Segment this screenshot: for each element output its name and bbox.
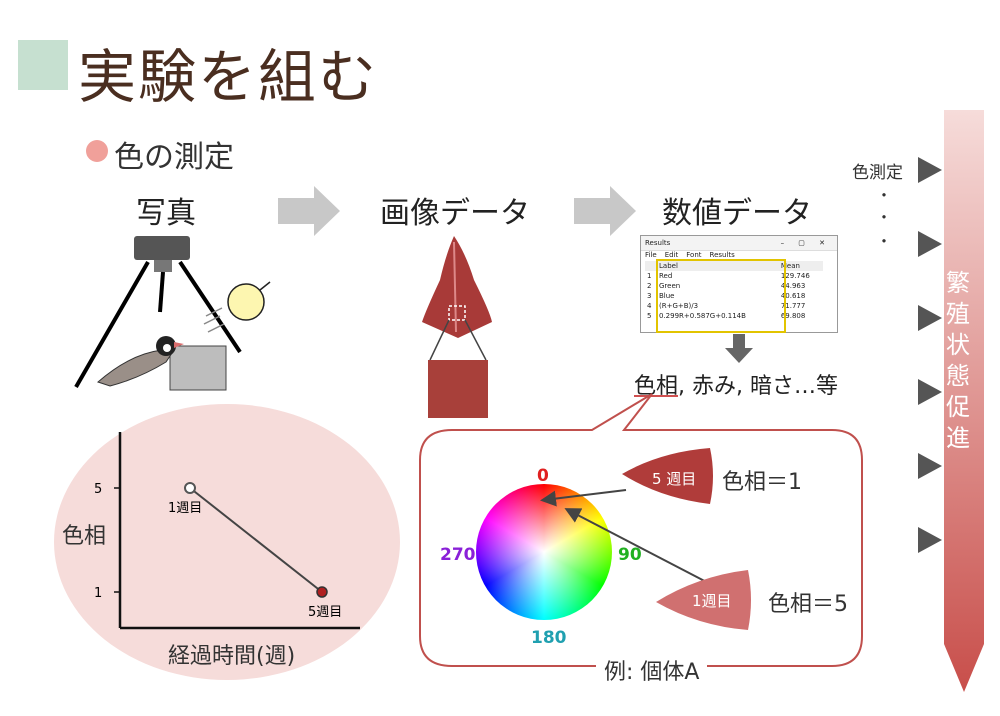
dot: ・	[876, 186, 893, 205]
data-point-week5	[316, 586, 328, 598]
row-label: Red	[659, 272, 673, 280]
results-table: Label Mean 1 Red 129.746 2 Green 44.963 …	[645, 261, 823, 321]
results-titlebar: Results – ▢ ✕	[641, 236, 837, 251]
derived-rest: , 赤み, 暗さ…等	[678, 374, 838, 399]
step-image-data: 画像データ	[380, 196, 530, 231]
wheel-label-180: 180	[531, 628, 567, 648]
side-arrow-label: 繁殖状態促進	[946, 269, 970, 452]
y-axis-label: 色相	[62, 524, 107, 549]
chart-ellipse	[54, 404, 400, 680]
sample-label-week5: 5 週目	[652, 470, 697, 488]
table-row: 4 (R+G+B)/3 71.777	[645, 301, 823, 311]
title-accent-square	[18, 40, 68, 90]
point-label-week1: 1週目	[168, 501, 202, 516]
row-number: 2	[647, 282, 652, 290]
row-number: 1	[647, 272, 652, 280]
sample-region-box	[448, 305, 466, 321]
row-label: Green	[659, 282, 681, 290]
bullet-text: 色の測定	[114, 140, 234, 175]
x-axis-label: 経過時間(週)	[168, 644, 296, 669]
row-mean: 129.746	[780, 272, 810, 280]
table-row: 5 0.299R+0.587G+0.114B 69.808	[645, 311, 823, 321]
table-header-row: Label Mean	[645, 261, 823, 271]
results-menubar: File Edit Font Results	[641, 251, 837, 261]
hue-word: 色相	[634, 374, 679, 399]
bullet-dot	[86, 140, 108, 162]
triangle-marker-icon	[918, 527, 942, 553]
results-title: Results	[645, 239, 671, 247]
dot: ・	[876, 232, 893, 251]
table-row: 3 Blue 40.618	[645, 291, 823, 301]
row-mean: 44.963	[780, 282, 806, 290]
row-label: (R+G+B)/3	[659, 302, 699, 310]
row-label: Blue	[659, 292, 675, 300]
camera-icon	[134, 236, 190, 260]
results-highlight-box	[656, 259, 786, 333]
wheel-label-270: 270	[440, 545, 476, 565]
menu-edit[interactable]: Edit	[664, 251, 679, 259]
progress-arrow	[944, 110, 984, 692]
menu-font[interactable]: Font	[686, 251, 702, 259]
menu-file[interactable]: File	[645, 251, 657, 259]
light-bulb-icon	[227, 283, 265, 321]
dot: ・	[876, 208, 893, 227]
hue-value-5: 色相＝5	[768, 592, 848, 617]
row-number: 5	[647, 312, 652, 320]
table-row: 2 Green 44.963	[645, 281, 823, 291]
down-arrow-icon	[725, 334, 753, 363]
derived-values-text: 色相, 赤み, 暗さ…等	[634, 368, 838, 400]
y-tick-label-5: 5	[94, 482, 102, 497]
sample-zoom-patch	[428, 360, 488, 418]
example-caption: 例: 個体A	[596, 654, 708, 686]
window-controls-icon[interactable]: – ▢ ✕	[780, 239, 831, 247]
side-measure-label: 色測定	[852, 163, 903, 183]
triangle-marker-icon	[918, 453, 942, 479]
y-tick-label-1: 1	[94, 586, 102, 601]
header-label: Label	[657, 261, 779, 271]
row-mean: 69.808	[780, 312, 806, 320]
results-window: Results – ▢ ✕ File Edit Font Results Lab…	[640, 235, 838, 333]
pointer-arrows	[540, 489, 719, 589]
triangle-marker-icon	[918, 305, 942, 331]
wheel-label-90: 90	[618, 545, 642, 565]
menu-results[interactable]: Results	[709, 251, 735, 259]
beak-sample-week1	[656, 570, 751, 630]
row-number: 4	[647, 302, 652, 310]
data-point-week1	[184, 482, 196, 494]
point-label-week5: 5週目	[308, 605, 342, 620]
row-label: 0.299R+0.587G+0.114B	[659, 312, 746, 320]
flow-arrow-icon	[574, 186, 636, 236]
step-numeric-data: 数値データ	[662, 196, 812, 231]
triangle-marker-icon	[918, 231, 942, 257]
row-mean: 40.618	[780, 292, 806, 300]
beak-sample-week5	[622, 448, 713, 504]
header-mean: Mean	[778, 261, 823, 271]
series-line	[189, 487, 323, 593]
triangle-marker-icon	[918, 157, 942, 183]
triangle-marker-icon	[918, 379, 942, 405]
sample-label-week1: 1週目	[692, 592, 732, 610]
beak-image-illustration	[422, 236, 492, 418]
table-row: 1 Red 129.746	[645, 271, 823, 281]
wheel-label-0: 0	[537, 466, 549, 486]
flow-arrow-icon	[278, 186, 340, 236]
row-number: 3	[647, 292, 652, 300]
step-photo: 写真	[136, 196, 196, 231]
camera-setup-illustration	[74, 236, 271, 391]
page-title: 実験を組む	[78, 43, 379, 111]
hue-color-wheel	[476, 484, 612, 620]
row-mean: 71.777	[780, 302, 806, 310]
hue-value-1: 色相＝1	[722, 470, 802, 495]
line-chart: 5 1 1週目 5週目	[94, 432, 360, 630]
